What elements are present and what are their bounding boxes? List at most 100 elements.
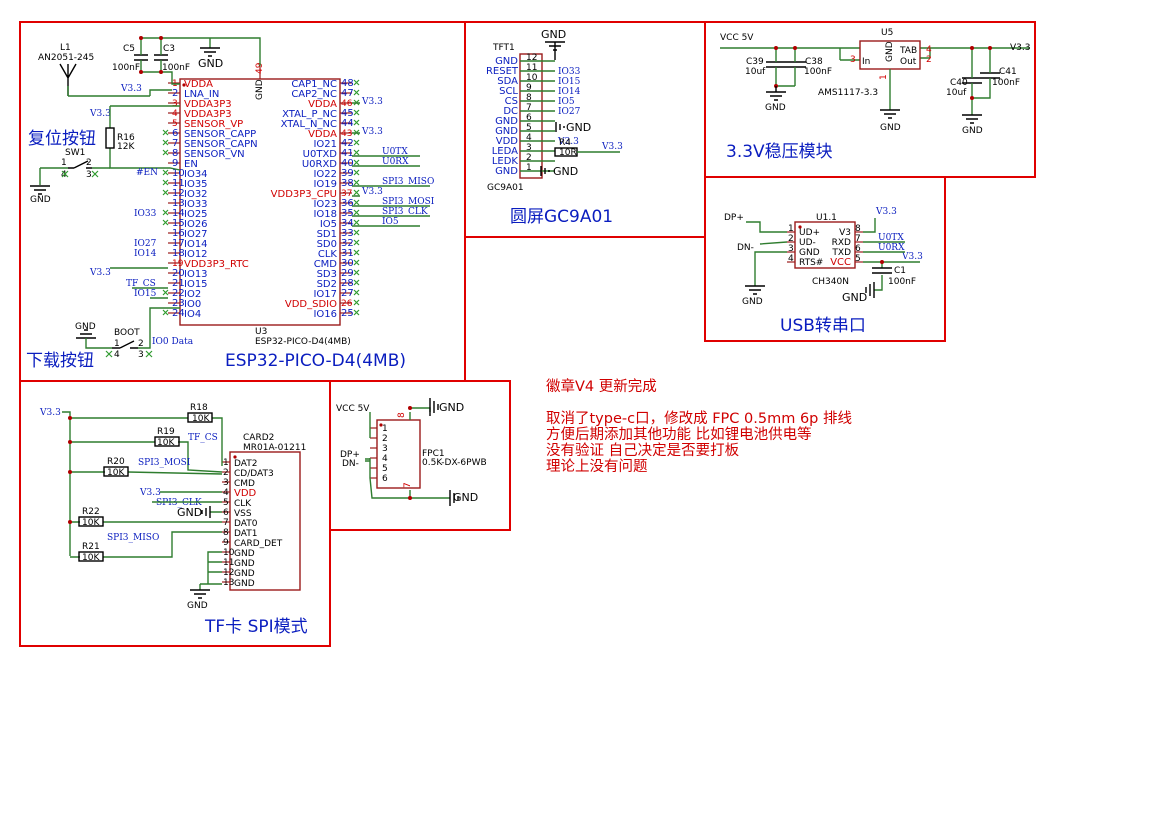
cap-value: 100nF bbox=[112, 63, 140, 73]
gnd-label: GND bbox=[553, 165, 578, 178]
reg-pin-in: In bbox=[862, 57, 870, 67]
pin-name: SENSOR_CAPN bbox=[184, 139, 258, 150]
boot-circuit: GND BOOT 1 2 4 3 bbox=[75, 307, 180, 360]
nc-mark bbox=[353, 259, 360, 266]
pin-number: 13 bbox=[223, 578, 234, 588]
resistor-ref: R18 bbox=[190, 403, 208, 413]
pin-number: 4 bbox=[223, 488, 229, 498]
fpc-dn-net: DN- bbox=[342, 459, 359, 469]
pin-number: 2 bbox=[223, 468, 229, 478]
pin-name: GND bbox=[495, 116, 518, 127]
ch340-ref: U1.1 bbox=[816, 213, 837, 223]
gnd-label: GND bbox=[842, 291, 867, 304]
resistor-value: 10K bbox=[157, 438, 175, 448]
pin-number: 11 bbox=[223, 558, 234, 568]
pin-name: CARD_DET bbox=[234, 539, 283, 549]
reg-pin-out: Out bbox=[900, 57, 917, 67]
pin-number: 1 bbox=[382, 424, 388, 434]
pin-name: GND bbox=[234, 549, 255, 559]
net-label: SPI3_CLK bbox=[382, 207, 428, 217]
note-line: 徽章V4 更新完成 bbox=[546, 377, 657, 395]
cap-value: 10uf bbox=[946, 88, 967, 98]
ch340-tx-net: U0TX bbox=[878, 233, 904, 243]
pin-name: GND bbox=[495, 166, 518, 177]
esp32-left-nets: IO33 IO27 IO14 V3.3 TF_CS IO15 IO0 Data bbox=[89, 209, 194, 347]
tft-resistor-value: 10R bbox=[559, 148, 577, 158]
nc-mark bbox=[353, 229, 360, 236]
antenna-l1: L1 AN2051-245 V3.3 bbox=[38, 43, 172, 97]
pin-name: IO4 bbox=[184, 309, 201, 320]
pin-name: DAT2 bbox=[234, 459, 257, 469]
gnd-label: GND bbox=[177, 506, 202, 519]
nc-mark bbox=[353, 309, 360, 316]
pin-name: IO2 bbox=[184, 289, 201, 300]
pin-name: UD+ bbox=[799, 228, 820, 238]
tf-clk-net: SPI3_CLK bbox=[156, 498, 202, 508]
pin-name: CAP1_NC bbox=[291, 79, 337, 90]
cap-ref: C39 bbox=[746, 57, 764, 67]
tft-resistor-ref: R4 bbox=[559, 138, 571, 148]
top-caps: C5 100nF C3 100nF GND bbox=[112, 36, 261, 85]
pin-name: GND bbox=[234, 559, 255, 569]
pin-number: 10 bbox=[526, 73, 538, 83]
gnd-label: GND bbox=[439, 401, 464, 414]
pin-name: VDD bbox=[234, 488, 257, 499]
pin-number: 7 bbox=[172, 138, 178, 149]
pin-name: SENSOR_CAPP bbox=[184, 129, 256, 140]
pin-name: IO23 bbox=[313, 199, 337, 210]
tft-res-net: V3.3 bbox=[601, 142, 623, 152]
regulator: VCC 5V In TAB Out GND U5 AMS1117-3.3 342… bbox=[720, 28, 1030, 136]
cap-ref: C3 bbox=[163, 44, 175, 54]
nc-mark bbox=[162, 169, 169, 176]
pin-name: IO18 bbox=[313, 209, 337, 220]
resistor-ref: R20 bbox=[107, 457, 125, 467]
pin-name: CS bbox=[505, 96, 518, 107]
resistor-value: 10K bbox=[192, 414, 210, 424]
pin-name: SCL bbox=[499, 86, 518, 97]
pin-name: CLK bbox=[234, 499, 252, 509]
tft-ref: TFT1 bbox=[492, 43, 515, 53]
pin-number: 21 bbox=[172, 278, 185, 289]
pin-number: 29 bbox=[341, 268, 354, 279]
ch340-dp-net: DP+ bbox=[724, 213, 744, 223]
pin-name: CD/DAT3 bbox=[234, 469, 274, 479]
pin-name: RTS# bbox=[799, 258, 823, 268]
pin-number: 33 bbox=[341, 228, 354, 239]
switch-pin: 1 bbox=[114, 339, 120, 349]
pin-name: SD0 bbox=[317, 239, 337, 250]
esp32-top-pin: 49 bbox=[255, 62, 265, 74]
net-label: U0RX bbox=[382, 157, 409, 167]
pin-number: 8 bbox=[526, 93, 532, 103]
pin-name: SDA bbox=[497, 76, 518, 87]
net-label: IO14 bbox=[558, 87, 581, 97]
net-label: IO15 bbox=[134, 289, 157, 299]
pin-number: 2 bbox=[172, 88, 178, 99]
pin-name: GND bbox=[495, 126, 518, 137]
esp32-value: ESP32-PICO-D4(4MB) bbox=[255, 337, 351, 347]
switch-pin: 4 bbox=[114, 350, 120, 360]
pin-number: 4 bbox=[172, 109, 178, 119]
pin-name: VDDA3P3 bbox=[184, 109, 232, 120]
nc-mark bbox=[353, 139, 360, 146]
pin-name: VDDA bbox=[184, 79, 213, 90]
pin-name: VDDA bbox=[308, 129, 337, 140]
gnd-label: GND bbox=[187, 601, 208, 611]
tf-miso-net: SPI3_MISO bbox=[107, 533, 159, 543]
pin-number: 8 bbox=[172, 148, 178, 159]
resistor-ref: R19 bbox=[157, 427, 175, 437]
pin-number: 3 bbox=[382, 444, 388, 454]
nc-mark bbox=[162, 129, 169, 136]
antenna-value: AN2051-245 bbox=[38, 53, 94, 63]
pin-name: LEDK bbox=[492, 156, 519, 167]
tfcard-value: MR01A-01211 bbox=[243, 443, 306, 453]
pin-number: 1 bbox=[788, 224, 794, 234]
nc-mark bbox=[353, 89, 360, 96]
svg-text:4: 4 bbox=[926, 45, 932, 55]
net-label: IO0 Data bbox=[152, 337, 194, 347]
pin-name: IO15 bbox=[184, 279, 208, 290]
pin-name: IO5 bbox=[320, 219, 337, 230]
